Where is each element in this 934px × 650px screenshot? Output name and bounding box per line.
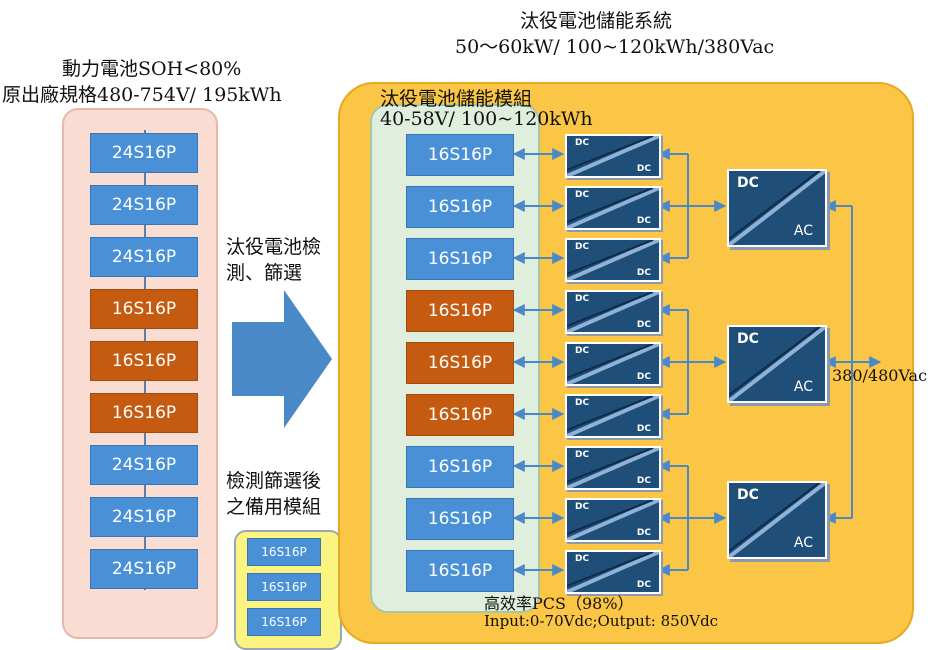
dcdc-converter-icon [567,136,659,176]
module-cell: 16S16P [406,186,514,228]
dcdc-output-tag: DC [636,372,651,382]
dcdc-output-tag: DC [636,528,651,538]
module-cell: 16S16P [406,290,514,332]
module-cell: 16S16P [406,394,514,436]
dcdc-converter-icon [567,396,659,436]
pcs-title: 高效率PCS（98%） [484,594,634,613]
dcdc-converter: DC DC [565,446,661,490]
module-cell: 16S16P [406,342,514,384]
dcdc-input-tag: DC [575,190,590,200]
dcdc-converter-icon [567,552,659,592]
spare-module-cell: 16S16P [247,608,321,636]
dcdc-output-tag: DC [636,164,651,174]
dcdc-output-tag: DC [636,320,651,330]
dcac-inverter-icon [729,483,825,557]
dcdc-output-tag: DC [636,424,651,434]
dcdc-converter: DC DC [565,394,661,438]
module-cell: 16S16P [406,550,514,592]
dcac-input-tag: DC [737,175,759,191]
output-label: 380/480Vac [832,366,928,385]
retired-pack-cell: 24S16P [90,133,198,173]
module-cell: 16S16P [406,446,514,488]
system-spec: 50～60kW/ 100~120kWh/380Vac [455,36,775,58]
spare-label-line1: 檢測篩選後 [226,470,322,492]
dcdc-converter-icon [567,344,659,384]
dcac-inverter-icon [729,171,825,245]
dcdc-output-tag: DC [636,580,651,590]
dcdc-output-tag: DC [636,268,651,278]
spare-module-cell: 16S16P [247,573,321,601]
retired-pack-cell: 24S16P [90,549,198,589]
dcdc-converter: DC DC [565,498,661,542]
source-spec: 原出廠規格480-754V/ 195kWh [2,84,282,106]
dcac-output-tag: AC [793,223,813,239]
dcac-input-tag: DC [737,487,759,503]
dcac-input-tag: DC [737,331,759,347]
dcdc-converter: DC DC [565,134,661,178]
dcac-output-tag: AC [793,379,813,395]
dcdc-converter: DC DC [565,290,661,334]
dcdc-converter-icon [567,188,659,228]
dcdc-input-tag: DC [575,138,590,148]
pcs-spec: Input:0-70Vdc;Output: 850Vdc [484,612,719,630]
dcdc-converter: DC DC [565,186,661,230]
dcdc-input-tag: DC [575,502,590,512]
dcdc-converter: DC DC [565,238,661,282]
spare-module-cell: 16S16P [247,538,321,566]
module-title: 汰役電池儲能模組 [380,88,533,110]
dcac-inverter: DC AC [727,325,827,403]
screening-label-line2: 測、篩選 [226,262,303,284]
dcdc-input-tag: DC [575,450,590,460]
dcac-output-tag: AC [793,535,813,551]
retired-pack-cell: 24S16P [90,237,198,277]
retired-pack-cell: 24S16P [90,497,198,537]
module-spec: 40-58V/ 100~120kWh [380,108,593,130]
process-arrow-icon [232,290,332,428]
dcdc-converter: DC DC [565,550,661,594]
screening-label-line1: 汰役電池檢 [226,236,322,258]
dcdc-input-tag: DC [575,554,590,564]
retired-pack-cell: 16S16P [90,393,198,433]
dcdc-input-tag: DC [575,242,590,252]
dcdc-converter-icon [567,240,659,280]
dcdc-converter-icon [567,448,659,488]
dcdc-converter-icon [567,292,659,332]
dcdc-input-tag: DC [575,398,590,408]
dcdc-output-tag: DC [636,216,651,226]
module-cell: 16S16P [406,134,514,176]
retired-pack-cell: 16S16P [90,289,198,329]
spare-label-line2: 之備用模組 [226,496,322,518]
source-title: 動力電池SOH<80% [62,58,242,80]
dcac-inverter-icon [729,327,825,401]
retired-pack-cell: 24S16P [90,185,198,225]
dcdc-input-tag: DC [575,346,590,356]
dcac-inverter: DC AC [727,169,827,247]
dcac-inverter: DC AC [727,481,827,559]
dcdc-converter: DC DC [565,342,661,386]
dcdc-output-tag: DC [636,476,651,486]
dcdc-input-tag: DC [575,294,590,304]
retired-pack-cell: 16S16P [90,341,198,381]
system-title: 汰役電池儲能系統 [520,10,673,32]
retired-pack-cell: 24S16P [90,445,198,485]
module-cell: 16S16P [406,498,514,540]
dcdc-converter-icon [567,500,659,540]
